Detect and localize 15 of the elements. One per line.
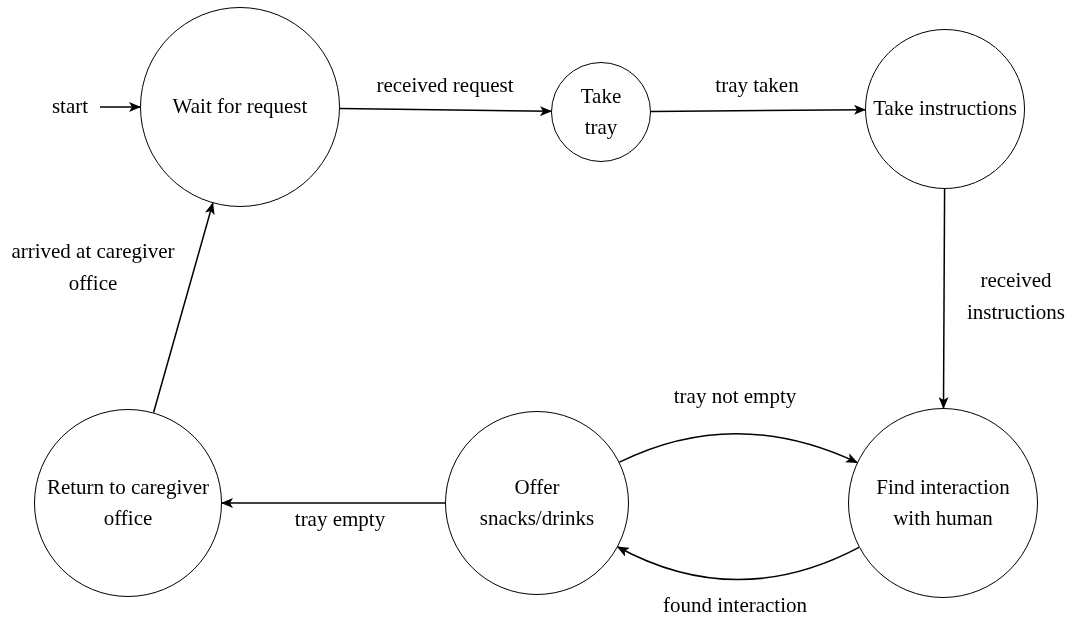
state-label: Wait for request	[172, 93, 308, 121]
start-label: start	[51, 93, 89, 121]
state-label: Take instructions	[873, 95, 1017, 123]
state-label: Offer snacks/drinks	[478, 473, 596, 532]
arrow	[938, 188, 949, 409]
arrow	[616, 546, 860, 581]
arrow	[99, 102, 141, 112]
arrow	[339, 106, 552, 117]
state-label: Take tray	[579, 82, 623, 141]
arrow	[650, 104, 866, 115]
arrow	[152, 202, 215, 414]
state-label: Return to caregiver office	[45, 473, 211, 532]
arrow	[618, 432, 858, 464]
state-label: Find interaction with human	[875, 473, 1011, 532]
arrow	[221, 498, 446, 508]
